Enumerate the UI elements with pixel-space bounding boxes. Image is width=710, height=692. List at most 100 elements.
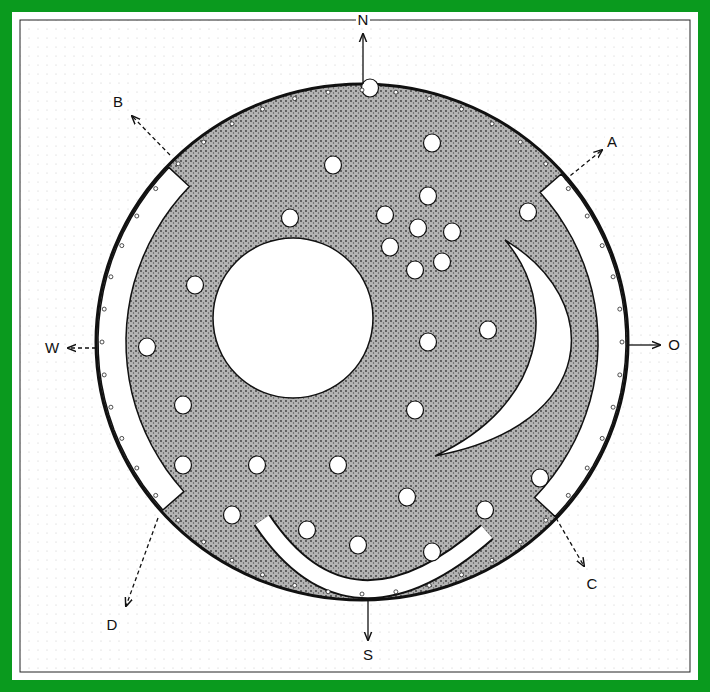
rim-hole [293, 97, 297, 101]
rim-hole [544, 162, 548, 166]
rim-hole [261, 573, 265, 577]
background [20, 20, 690, 672]
rim-hole [102, 373, 106, 377]
c-arrow [556, 518, 584, 566]
rim-hole [618, 307, 622, 311]
rim-hole [100, 340, 104, 344]
direction-label: O [666, 337, 682, 353]
rim-hole [490, 122, 494, 126]
rim-hole [585, 214, 589, 218]
rim-hole [611, 405, 615, 409]
east-arrow [628, 344, 660, 345]
star [282, 209, 299, 227]
star [424, 543, 441, 561]
star [325, 156, 342, 174]
rim-hole [427, 583, 431, 587]
rim-hole [120, 244, 124, 248]
rim-hole [326, 90, 330, 94]
star [362, 79, 379, 97]
rim-hole [360, 592, 364, 596]
rim-hole [620, 340, 624, 344]
rim-hole [585, 466, 589, 470]
rim-hole [154, 493, 158, 497]
rim-hole [490, 558, 494, 562]
direction-label: B [111, 94, 125, 110]
rim-hole [600, 436, 604, 440]
sun [213, 238, 373, 398]
star [444, 223, 461, 241]
sun-boat [262, 520, 487, 589]
stars [139, 79, 549, 561]
rim-hole [611, 275, 615, 279]
rim-hole [518, 140, 522, 144]
rim-hole [102, 307, 106, 311]
south-arrow [367, 600, 368, 640]
boat-outline [262, 520, 487, 589]
direction-label: C [585, 576, 600, 592]
star [420, 187, 437, 205]
star [330, 456, 347, 474]
rim-hole [109, 275, 113, 279]
star [187, 276, 204, 294]
star [249, 456, 266, 474]
direction-arrows [68, 34, 660, 640]
a-arrow [565, 150, 602, 180]
d-arrow [126, 518, 158, 606]
rim-hole [394, 90, 398, 94]
star [520, 203, 537, 221]
star [477, 501, 494, 519]
star [139, 338, 156, 356]
star [224, 506, 241, 524]
rim-hole [176, 518, 180, 522]
rim-hole [360, 88, 364, 92]
north-arrow [362, 34, 363, 84]
rim-hole [120, 436, 124, 440]
rim-hole [293, 583, 297, 587]
rim-hole [544, 518, 548, 522]
rim-hole [154, 187, 158, 191]
rim-hole [566, 493, 570, 497]
horizon-arcs [98, 167, 626, 516]
star [424, 134, 441, 152]
rim-hole [427, 97, 431, 101]
direction-label: W [43, 340, 61, 356]
star [532, 469, 549, 487]
horizon-arc [98, 167, 189, 510]
rim-hole [460, 107, 464, 111]
star [175, 456, 192, 474]
direction-label: N [356, 12, 371, 28]
rim-hole [202, 140, 206, 144]
rim-hole [600, 244, 604, 248]
star [350, 536, 367, 554]
rim-hole [135, 214, 139, 218]
rim-hole [202, 540, 206, 544]
rim-hole [394, 590, 398, 594]
direction-label: S [361, 647, 375, 663]
star [407, 261, 424, 279]
rim-holes [100, 88, 624, 596]
rim-hole [230, 558, 234, 562]
star [299, 521, 316, 539]
rim-hole [135, 466, 139, 470]
star [420, 333, 437, 351]
rim-hole [261, 107, 265, 111]
rim-hole [566, 187, 570, 191]
rim-hole [176, 162, 180, 166]
rim-hole [518, 540, 522, 544]
star [410, 219, 427, 237]
star [377, 206, 394, 224]
rim-hole [618, 373, 622, 377]
star [399, 488, 416, 506]
rim-hole [109, 405, 113, 409]
star [434, 253, 451, 271]
west-arrow [68, 347, 96, 348]
rim-hole [326, 590, 330, 594]
direction-label: A [605, 134, 619, 150]
direction-label: D [105, 617, 120, 633]
rim-hole [460, 573, 464, 577]
star [175, 396, 192, 414]
star [480, 321, 497, 339]
rim-hole [230, 122, 234, 126]
